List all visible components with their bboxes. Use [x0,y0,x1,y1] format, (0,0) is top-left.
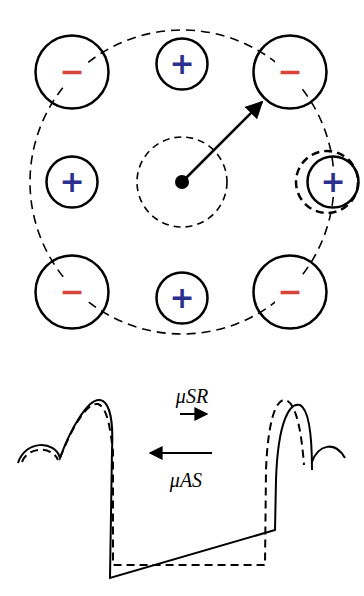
circle-outline [47,157,98,208]
ion-circle: − [34,34,110,110]
charge-sign: + [167,49,196,79]
charge-sign: + [318,167,347,197]
potential-label: μAS [168,469,204,491]
shifted-potential [22,400,304,565]
displaced-ion [296,151,358,213]
ion-circle: + [45,155,99,209]
circle-outline [254,256,327,329]
potential-curve [312,447,345,462]
potential-label: μSR [174,385,210,407]
charge-sign: − [275,277,304,307]
ion-circle: − [252,254,328,330]
charge-sign: + [167,283,196,313]
cutoff-circle [30,30,334,334]
charge-sign: + [57,167,86,197]
circle-outline [157,39,208,90]
ion-circle: + [155,37,209,91]
ion-circle: − [252,34,328,110]
potential-curve [18,400,312,578]
charge-sign: − [275,57,304,87]
ion-circle: + [306,155,360,209]
circle-outline [36,36,109,109]
charge-sign: − [57,57,86,87]
circle-outline [36,256,109,329]
ion-circle: − [34,254,110,330]
ion-circle: + [155,271,209,325]
circle-outline [308,157,359,208]
shift-arrow [180,413,207,415]
shift-arrow [150,452,212,454]
circle-outline [157,273,208,324]
charge-sign: − [57,277,86,307]
circle-outline [254,36,327,109]
radius-arrow [182,102,262,182]
